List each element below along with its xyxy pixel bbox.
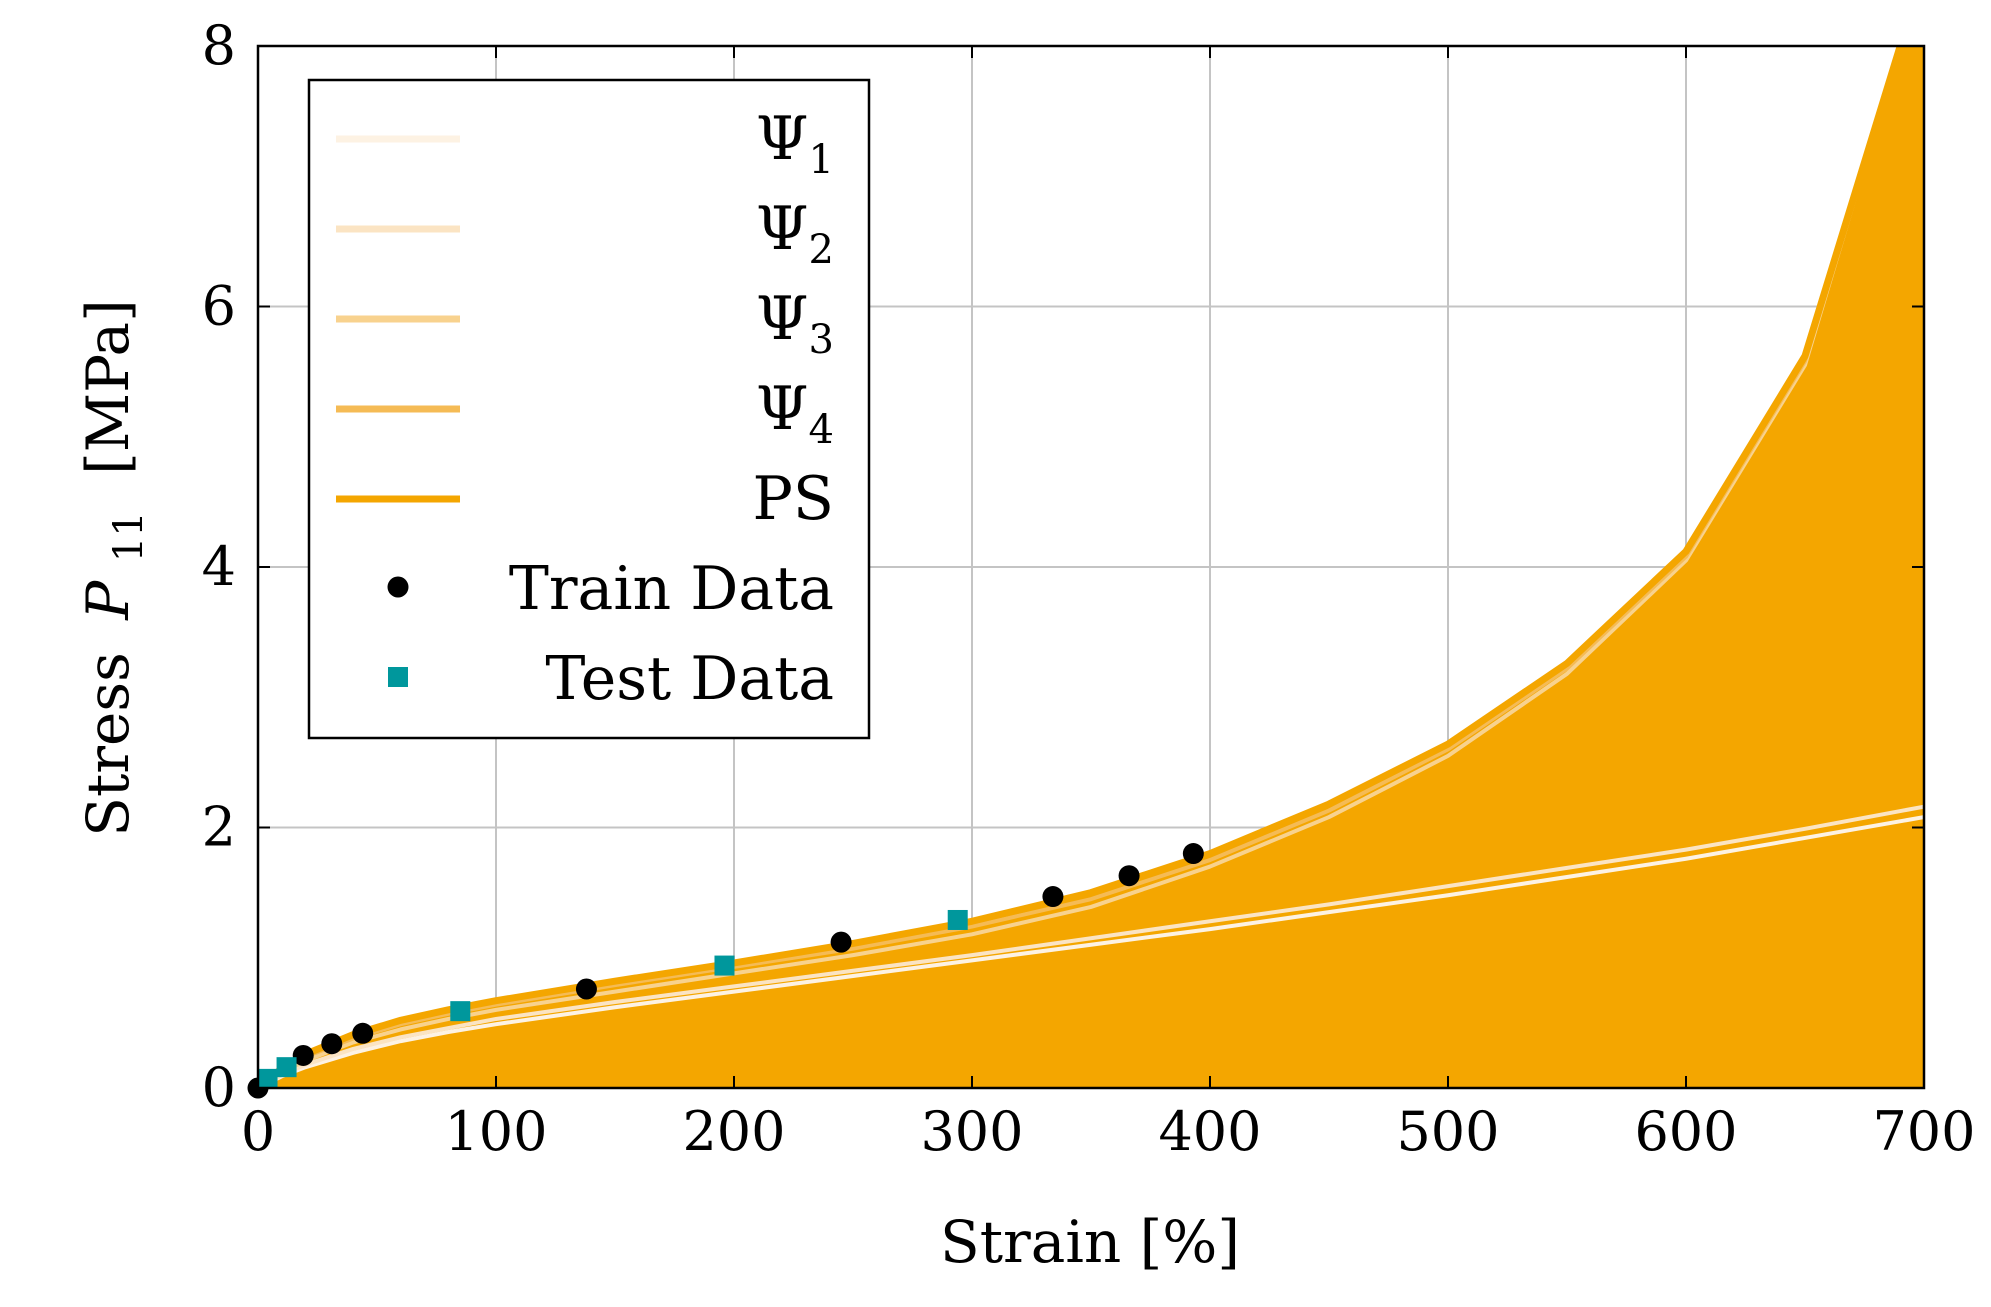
y-tick-label: 8 (202, 14, 236, 77)
x-tick-label: 0 (241, 1100, 275, 1163)
line-ψ3 (256, 45, 1903, 1090)
y-tick-label: 2 (202, 796, 236, 859)
tick-layer: 0 100 200 300 400 500 600 700 0 2 4 6 8 (202, 14, 1976, 1163)
legend-label: Ψ2 (756, 194, 834, 273)
legend-label-symbol: Ψ (756, 104, 809, 174)
x-tick-label: 200 (682, 1100, 785, 1163)
legend-swatch-square (388, 667, 408, 687)
x-tick-label: 600 (1634, 1100, 1737, 1163)
x-axis-label: Strain [%] (940, 1208, 1240, 1276)
y-axis-label-symbol: P (74, 580, 142, 621)
train-data-point (352, 1022, 374, 1044)
test-data-point (257, 1068, 278, 1089)
y-tick-label: 6 (202, 275, 236, 338)
legend-label: Train Data (509, 554, 834, 624)
train-data-point (575, 978, 597, 1000)
legend-label: PS (753, 464, 834, 534)
legend-label: Test Data (545, 644, 834, 714)
legend-label: Ψ3 (756, 284, 834, 363)
legend-label-subscript: 1 (809, 137, 834, 183)
x-tick-label: 500 (1396, 1100, 1499, 1163)
y-tick-label: 0 (202, 1056, 236, 1119)
legend-label: Ψ1 (756, 104, 834, 183)
y-axis-label-prefix: Stress (74, 652, 142, 837)
train-data-point (292, 1044, 314, 1066)
test-data-point (714, 955, 735, 976)
area-ps (258, 46, 1924, 1088)
train-data-point (1042, 886, 1064, 908)
legend-label-symbol: Ψ (756, 374, 809, 444)
train-data-point (1182, 843, 1204, 865)
marker-layer (247, 843, 1204, 1099)
x-tick-label: 700 (1872, 1100, 1975, 1163)
line-ψ2 (257, 804, 1925, 1090)
train-data-point (1118, 865, 1140, 887)
legend-swatch-circle (387, 576, 409, 598)
legend-label-symbol: Ψ (756, 284, 809, 354)
test-data-point (947, 909, 968, 930)
legend-label-subscript: 2 (809, 227, 834, 273)
legend-label-subscript: 4 (809, 407, 834, 453)
legend-label-subscript: 3 (809, 317, 834, 363)
y-axis-label: Stress P 11 [MPa] (74, 299, 156, 837)
x-tick-label: 300 (920, 1100, 1023, 1163)
train-data-point (321, 1033, 343, 1055)
x-tick-label: 100 (444, 1100, 547, 1163)
line-ψ4 (256, 45, 1903, 1090)
legend-label: Ψ4 (756, 374, 834, 453)
legend-label-symbol: Ψ (756, 194, 809, 264)
test-data-point (276, 1057, 297, 1078)
test-data-point (450, 1001, 471, 1022)
train-data-point (830, 931, 852, 953)
x-tick-label: 400 (1158, 1100, 1261, 1163)
y-axis-label-subscript: 11 (106, 511, 152, 562)
y-tick-label: 4 (202, 535, 236, 598)
y-axis-label-unit: [MPa] (74, 299, 142, 475)
line-ψ1 (257, 815, 1925, 1090)
